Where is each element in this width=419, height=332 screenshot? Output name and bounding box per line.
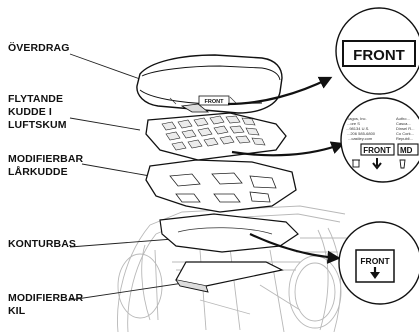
wedge (175, 261, 284, 293)
label-contour-base: KONTURBAS (8, 238, 76, 251)
svg-text:Dinsel R...: Dinsel R... (396, 126, 414, 131)
thigh-cushion (145, 159, 297, 213)
label-wedge-line1: MODIFIERBAR (8, 292, 84, 304)
svg-text:...ore S: ...ore S (347, 121, 360, 126)
cover-tag-text: FRONT (205, 99, 225, 105)
cover-front-tag: FRONT (198, 95, 230, 106)
callout-bottom: FRONT (338, 221, 419, 305)
svg-text:Co Cork...: Co Cork... (396, 131, 414, 136)
recycle-icon (399, 159, 406, 169)
svg-text:...98134 U.S.: ...98134 U.S. (346, 126, 369, 131)
callout-top-front-text: FRONT (353, 47, 405, 64)
callout-middle-right-text: Autho... Casca... Dinsel R... Co Cork...… (396, 116, 414, 141)
callout-middle-left-text: ...lagos, Inc. ...ore S ...98134 U.S. ..… (345, 116, 376, 141)
trash-icon (352, 159, 360, 168)
svg-text:...castley.com: ...castley.com (348, 136, 373, 141)
label-floating-cushion-line1: FLYTANDE (8, 93, 64, 105)
label-cover: ÖVERDRAG (8, 42, 69, 55)
callout-top: FRONT (335, 7, 419, 95)
air-cell-cushion (145, 112, 287, 171)
label-contour-base-text: KONTURBAS (8, 238, 76, 250)
leader-lines (69, 53, 191, 301)
cover-cushion: FRONT (136, 54, 283, 114)
label-thigh-cushion-line1: MODIFIERBAR (8, 153, 84, 165)
callout-middle-front-text: FRONT (363, 146, 391, 155)
svg-text:...lagos, Inc.: ...lagos, Inc. (345, 116, 367, 121)
label-floating-cushion-line3: LUFTSKUM (8, 119, 67, 131)
svg-text:Autho...: Autho... (396, 116, 410, 121)
svg-text:Republi...: Republi... (396, 136, 413, 141)
label-wedge-line2: KIL (8, 305, 26, 317)
callout-middle-partial-text: MD (400, 146, 413, 155)
label-floating-cushion-line2: KUDDE I (8, 106, 52, 118)
down-arrow-icon (372, 158, 382, 170)
callout-bottom-front-text: FRONT (360, 256, 390, 266)
svg-text:...206 585-6800: ...206 585-6800 (347, 131, 376, 136)
callout-middle: ...lagos, Inc. ...ore S ...98134 U.S. ..… (340, 97, 419, 183)
label-cover-text: ÖVERDRAG (8, 42, 70, 54)
callout-arrows (227, 76, 345, 264)
label-thigh-cushion-line2: LÅRKUDDE (8, 166, 68, 178)
svg-text:Casca...: Casca... (396, 121, 411, 126)
label-thigh-cushion: MODIFIERBAR LÅRKUDDE (8, 153, 83, 179)
label-floating-cushion: FLYTANDE KUDDE I LUFTSKUM (8, 93, 67, 132)
label-wedge: MODIFIERBAR KIL (8, 292, 83, 318)
